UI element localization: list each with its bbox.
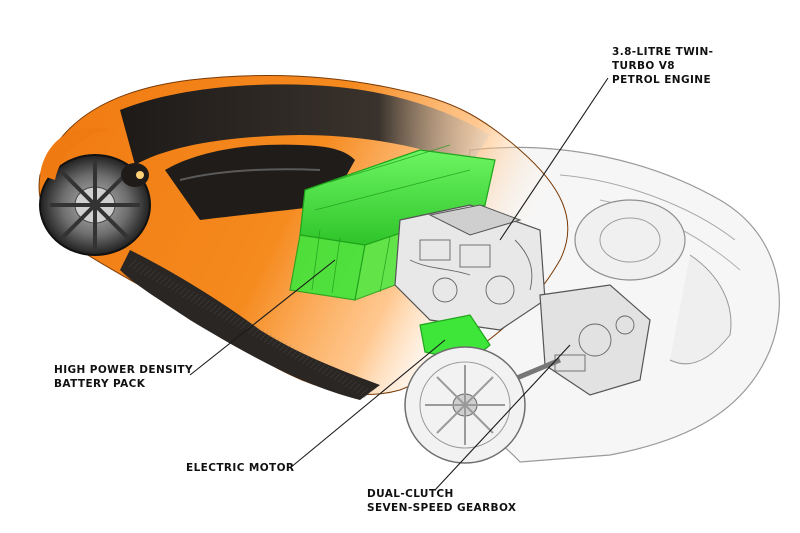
rear-wheel-ghost	[574, 199, 686, 281]
leader-motor	[289, 339, 446, 469]
rear-wheel	[404, 346, 526, 464]
battery-callout: HIGH POWER DENSITY BATTERY PACK	[54, 363, 193, 391]
battery-callout-line1: HIGH POWER DENSITY	[54, 364, 193, 376]
leader-lines	[189, 77, 609, 491]
leader-battery	[189, 259, 336, 376]
engine-callout-line1: 3.8-LITRE TWIN-	[612, 46, 714, 58]
gearbox-callout-line2: SEVEN-SPEED GEARBOX	[367, 502, 517, 514]
gearbox-callout-line1: DUAL-CLUTCH	[367, 488, 454, 500]
engine-callout-line3: PETROL ENGINE	[612, 74, 712, 86]
gearbox-callout: DUAL-CLUTCH SEVEN-SPEED GEARBOX	[367, 487, 516, 515]
leader-gearbox	[434, 344, 571, 491]
motor-callout: ELECTRIC MOTOR	[186, 461, 294, 475]
engine-callout: 3.8-LITRE TWIN- TURBO V8 PETROL ENGINE	[612, 45, 713, 87]
leader-engine	[499, 77, 609, 241]
motor-callout-line1: ELECTRIC MOTOR	[186, 462, 295, 474]
engine-block	[394, 204, 546, 331]
engine-callout-line2: TURBO V8	[612, 60, 675, 72]
side-mirror	[121, 163, 149, 187]
canopy	[120, 84, 490, 165]
battery-callout-line2: BATTERY PACK	[54, 378, 146, 390]
